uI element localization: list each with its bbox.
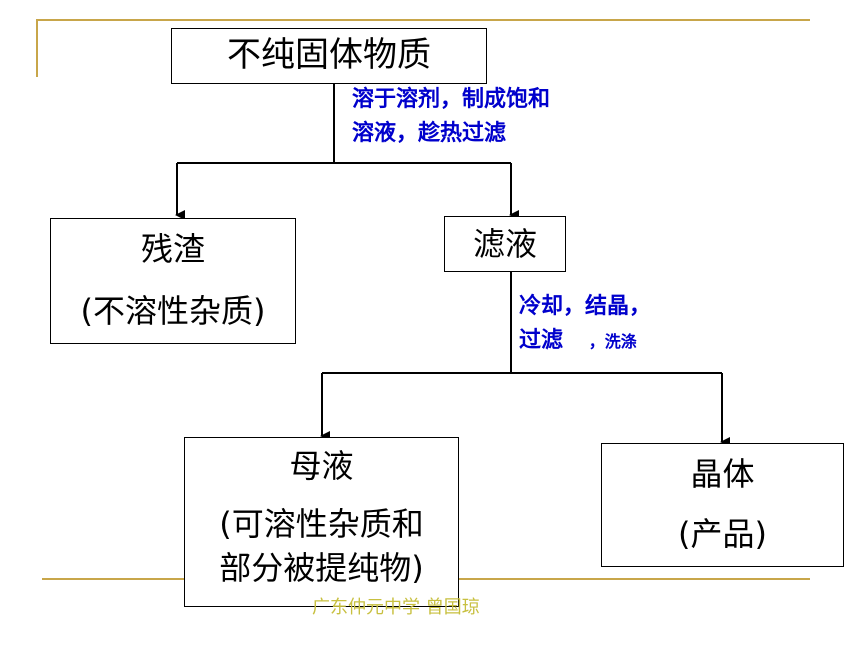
left-rule	[36, 19, 38, 77]
impure-solid-label: 不纯固体物质	[227, 35, 431, 75]
cool-step-wash: ，洗涤	[588, 332, 637, 351]
residue-note: (不溶性杂质)	[80, 292, 266, 330]
top-rule	[36, 19, 810, 21]
crystal-box: 晶体 (产品)	[601, 443, 844, 567]
impure-solid-box: 不纯固体物质	[171, 28, 487, 84]
dissolve-step-line2: 溶液，趁热过滤	[352, 121, 507, 146]
cool-step-line2: 过滤 ，洗涤	[519, 324, 651, 359]
crystal-note: (产品)	[678, 515, 767, 553]
cool-step-filter: 过滤	[519, 328, 564, 353]
dissolve-step-line1: 溶于溶剂，制成饱和	[352, 87, 551, 112]
footer-credit: 广东仲元中学 曾国琼	[312, 597, 480, 618]
residue-box: 残渣 (不溶性杂质)	[50, 218, 296, 344]
cool-step-line1: 冷却，结晶，	[519, 294, 652, 319]
mother-liquor-note-line1: (可溶性杂质和	[219, 505, 424, 543]
cool-step-label: 冷却，结晶， 过滤 ，洗涤	[519, 290, 651, 359]
residue-title: 残渣	[140, 230, 205, 268]
crystal-title: 晶体	[690, 455, 755, 493]
mother-liquor-title: 母液	[289, 447, 354, 485]
filtrate-label: 滤液	[472, 225, 537, 263]
dissolve-step-label: 溶于溶剂，制成饱和 溶液，趁热过滤	[352, 83, 550, 151]
filtrate-box: 滤液	[444, 216, 566, 272]
mother-liquor-box: 母液 (可溶性杂质和 部分被提纯物)	[184, 437, 459, 607]
mother-liquor-note-line2: 部分被提纯物)	[219, 549, 424, 587]
